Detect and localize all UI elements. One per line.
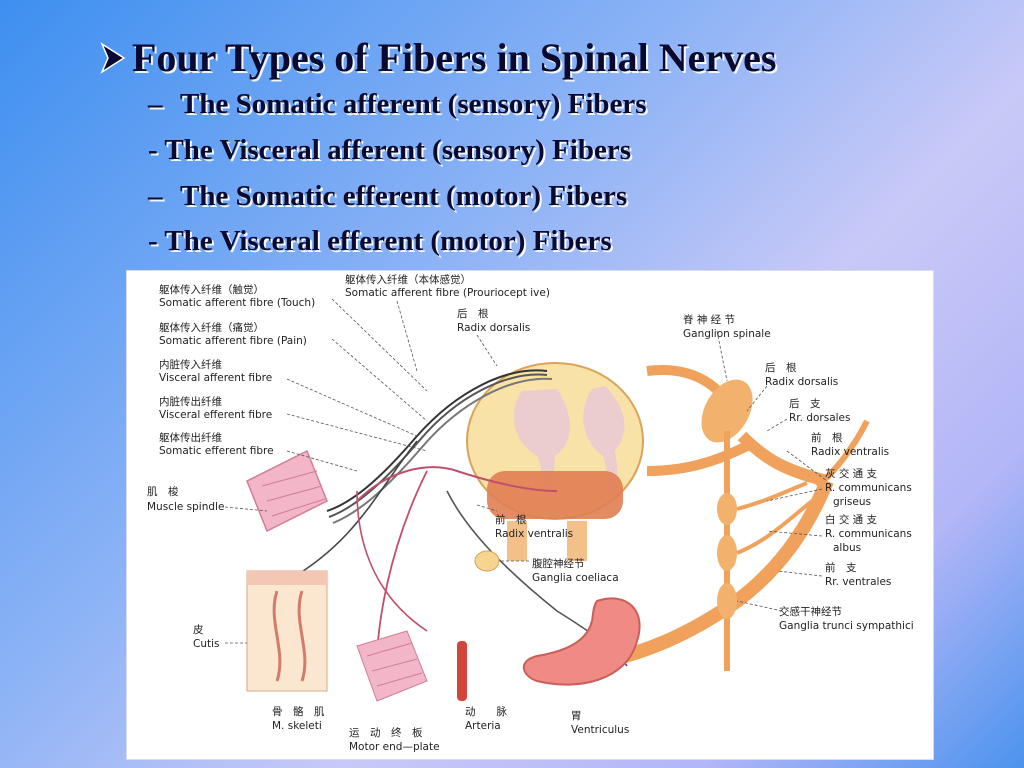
arrow-bullet-icon: [100, 41, 126, 74]
label-ganglia-coeliaca-cn: 腹腔神经节: [532, 557, 585, 570]
bullet-item-visceral-afferent: - The Visceral afferent (sensory) Fibers: [148, 134, 631, 166]
label-radix-dorsalis-right-en: Radix dorsalis: [765, 376, 838, 388]
label-muscle-spindle-en: Muscle spindle: [147, 501, 224, 513]
skin-cutis: [246, 570, 328, 692]
label-radix-ventralis-lower-en: Radix ventralis: [495, 528, 573, 540]
label-cutis-en: Cutis: [193, 638, 220, 650]
label-ganglion-spinale-cn: 脊 神 经 节: [683, 313, 735, 326]
bullet-item-visceral-efferent: - The Visceral efferent (motor) Fibers: [148, 225, 612, 257]
label-somatic-touch-en: Somatic afferent fibre (Touch): [159, 297, 315, 309]
leader-lines: [224, 298, 828, 644]
label-rc-griseus-cn: 灰 交 通 支: [825, 467, 878, 480]
artery: [457, 641, 467, 701]
label-somatic-pain-en: Somatic afferent fibre (Pain): [159, 335, 307, 347]
label-rr-ventrales-en: Rr. ventrales: [825, 576, 891, 588]
label-rr-ventrales-cn: 前 支: [825, 561, 857, 574]
label-rc-griseus-en2: griseus: [833, 496, 871, 508]
label-ganglion-spinale-en: Ganglion spinale: [683, 328, 771, 340]
skeletal-muscle: [356, 630, 428, 702]
label-visceral-efferent-en: Visceral efferent fibre: [159, 409, 272, 421]
label-rc-albus-en1: R. communicans: [825, 528, 912, 540]
label-muscle-spindle-cn: 肌 梭: [147, 485, 179, 498]
label-radix-ventralis-right-en: Radix ventralis: [811, 446, 889, 458]
label-rr-dorsales-en: Rr. dorsales: [789, 412, 850, 424]
stomach-ventriculus: [522, 597, 641, 686]
celiac-ganglion: [474, 550, 500, 572]
label-radix-ventralis-lower-cn: 前 根: [495, 513, 527, 526]
label-radix-dorsalis-right-cn: 后 根: [765, 361, 797, 374]
label-somatic-proprio-en: Somatic afferent fibre (Prouriocept ive): [345, 287, 550, 299]
label-somatic-pain-cn: 躯体传入纤维（痛觉）: [159, 321, 264, 334]
spinal-nerve-illustration: 躯体传入纤维（触觉） Somatic afferent fibre (Touch…: [147, 273, 914, 753]
label-ganglia-coeliaca-en: Ganglia coeliaca: [532, 572, 619, 584]
label-ventriculus-en: Ventriculus: [571, 724, 629, 736]
fiber-bundle: [286, 369, 628, 667]
label-visceral-afferent-cn: 内脏传入纤维: [159, 358, 222, 371]
label-motor-endplate-cn: 运 动 终 板: [349, 726, 423, 739]
label-somatic-touch-cn: 躯体传入纤维（触觉）: [159, 283, 264, 296]
spinal-cord: [466, 362, 644, 561]
label-somatic-efferent-en: Somatic efferent fibre: [159, 445, 274, 457]
label-visceral-afferent-en: Visceral afferent fibre: [159, 372, 272, 384]
bullet-item-somatic-efferent: –The Somatic efferent (motor) Fibers: [148, 180, 628, 212]
label-radix-dorsalis-top-cn: 后 根: [457, 307, 489, 320]
label-radix-ventralis-right-cn: 前 根: [811, 431, 843, 444]
spinal-nerve-diagram: 躯体传入纤维（触觉） Somatic afferent fibre (Touch…: [126, 270, 934, 760]
label-ganglia-trunci-en: Ganglia trunci sympathici: [779, 620, 914, 632]
label-rr-dorsales-cn: 后 支: [789, 398, 821, 410]
label-ganglia-trunci-cn: 交感干神经节: [779, 605, 842, 618]
label-arteria-cn: 动 脉: [465, 705, 507, 718]
muscle-spindle: [246, 449, 328, 533]
label-somatic-efferent-cn: 躯体传出纤维: [159, 431, 222, 444]
label-m-skeleti-en: M. skeleti: [272, 720, 322, 732]
sympathetic-trunk: [717, 431, 814, 671]
label-rc-griseus-en1: R. communicans: [825, 482, 912, 494]
slide-title-row: Four Types of Fibers in Spinal Nerves: [98, 34, 777, 81]
label-cutis-cn: 皮: [193, 623, 204, 636]
label-radix-dorsalis-top-en: Radix dorsalis: [457, 322, 530, 334]
label-rc-albus-en2: albus: [833, 542, 861, 554]
label-visceral-efferent-cn: 内脏传出纤维: [159, 395, 222, 408]
label-motor-endplate-en: Motor end—plate: [349, 741, 440, 753]
label-rc-albus-cn: 白 交 通 支: [825, 513, 878, 526]
bullet-item-somatic-afferent: –The Somatic afferent (sensory) Fibers: [148, 88, 647, 120]
label-ventriculus-cn: 胃: [571, 710, 582, 722]
slide-title: Four Types of Fibers in Spinal Nerves: [132, 35, 777, 80]
label-arteria-en: Arteria: [465, 720, 501, 732]
label-m-skeleti-cn: 骨 骼 肌: [272, 705, 325, 718]
label-somatic-proprio-cn: 躯体传入纤维（本体感觉）: [345, 273, 471, 286]
